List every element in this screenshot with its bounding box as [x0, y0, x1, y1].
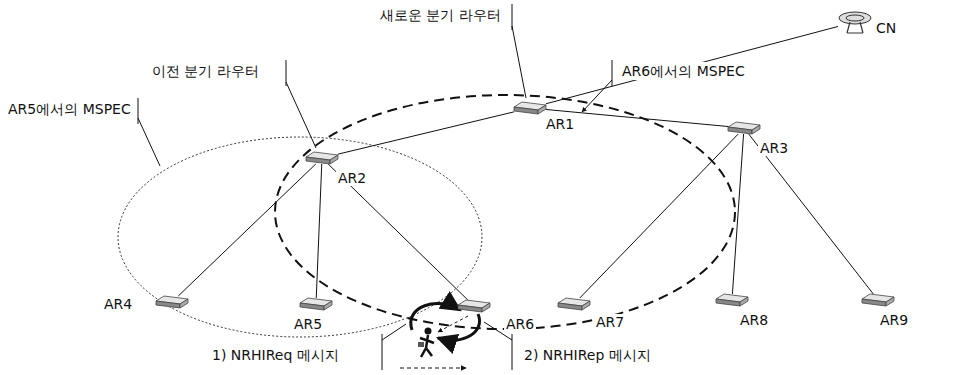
network-link	[178, 164, 316, 296]
reply-arrow	[438, 314, 480, 340]
callout-label: AR5에서의 MSPEC	[6, 100, 133, 118]
router-node: AR1	[514, 102, 546, 114]
router-node: AR7	[558, 298, 590, 310]
router-node: AR2	[306, 152, 338, 164]
callout-label: AR6에서의 MSPEC	[620, 62, 747, 80]
router-label: AR4	[102, 296, 134, 312]
router-icon	[716, 294, 748, 306]
router-label: AR8	[738, 312, 770, 328]
router-node: AR3	[728, 122, 760, 134]
router-label: AR2	[336, 170, 368, 186]
network-link	[580, 134, 738, 298]
router-label: AR3	[758, 140, 790, 156]
request-arrow	[411, 304, 460, 330]
router-icon	[458, 300, 490, 312]
mspec-region-ar6	[275, 95, 735, 329]
forward-arrow	[438, 316, 468, 332]
callout-label: 1) NRHIReq 메시지	[210, 346, 341, 364]
network-link	[328, 164, 468, 300]
router-node: AR9	[862, 294, 894, 306]
host-node: CN	[838, 10, 872, 34]
router-node: AR4	[156, 296, 188, 308]
leader-lines	[138, 4, 612, 370]
router-node: AR8	[716, 294, 748, 306]
network-link	[338, 112, 514, 154]
router-icon	[156, 296, 188, 308]
router-label: CN	[874, 20, 898, 36]
router-icon	[862, 294, 894, 306]
router-label: AR1	[544, 116, 576, 132]
callout-label: 2) NRHIRep 메시지	[522, 346, 653, 364]
router-node: AR5	[300, 298, 332, 310]
movement-arrow	[400, 367, 466, 368]
router-icon	[514, 102, 546, 114]
router-icon	[300, 298, 332, 310]
router-label: AR9	[878, 312, 910, 328]
host-icon	[838, 10, 872, 34]
router-label: AR5	[292, 316, 324, 332]
callout-label: 새로운 분기 라우터	[378, 6, 503, 24]
network-link	[749, 134, 874, 294]
callout-label: 이전 분기 라우터	[150, 62, 261, 80]
network-link	[732, 134, 743, 294]
router-label: AR6	[504, 316, 536, 332]
router-icon	[306, 152, 338, 164]
mobile-node-figure	[418, 328, 434, 358]
mspec-region-ar5	[118, 137, 482, 337]
router-label: AR7	[594, 314, 626, 330]
router-icon	[728, 122, 760, 134]
network-link	[546, 26, 838, 103]
router-node: AR6	[458, 300, 490, 312]
network-link	[316, 164, 322, 298]
router-icon	[558, 298, 590, 310]
